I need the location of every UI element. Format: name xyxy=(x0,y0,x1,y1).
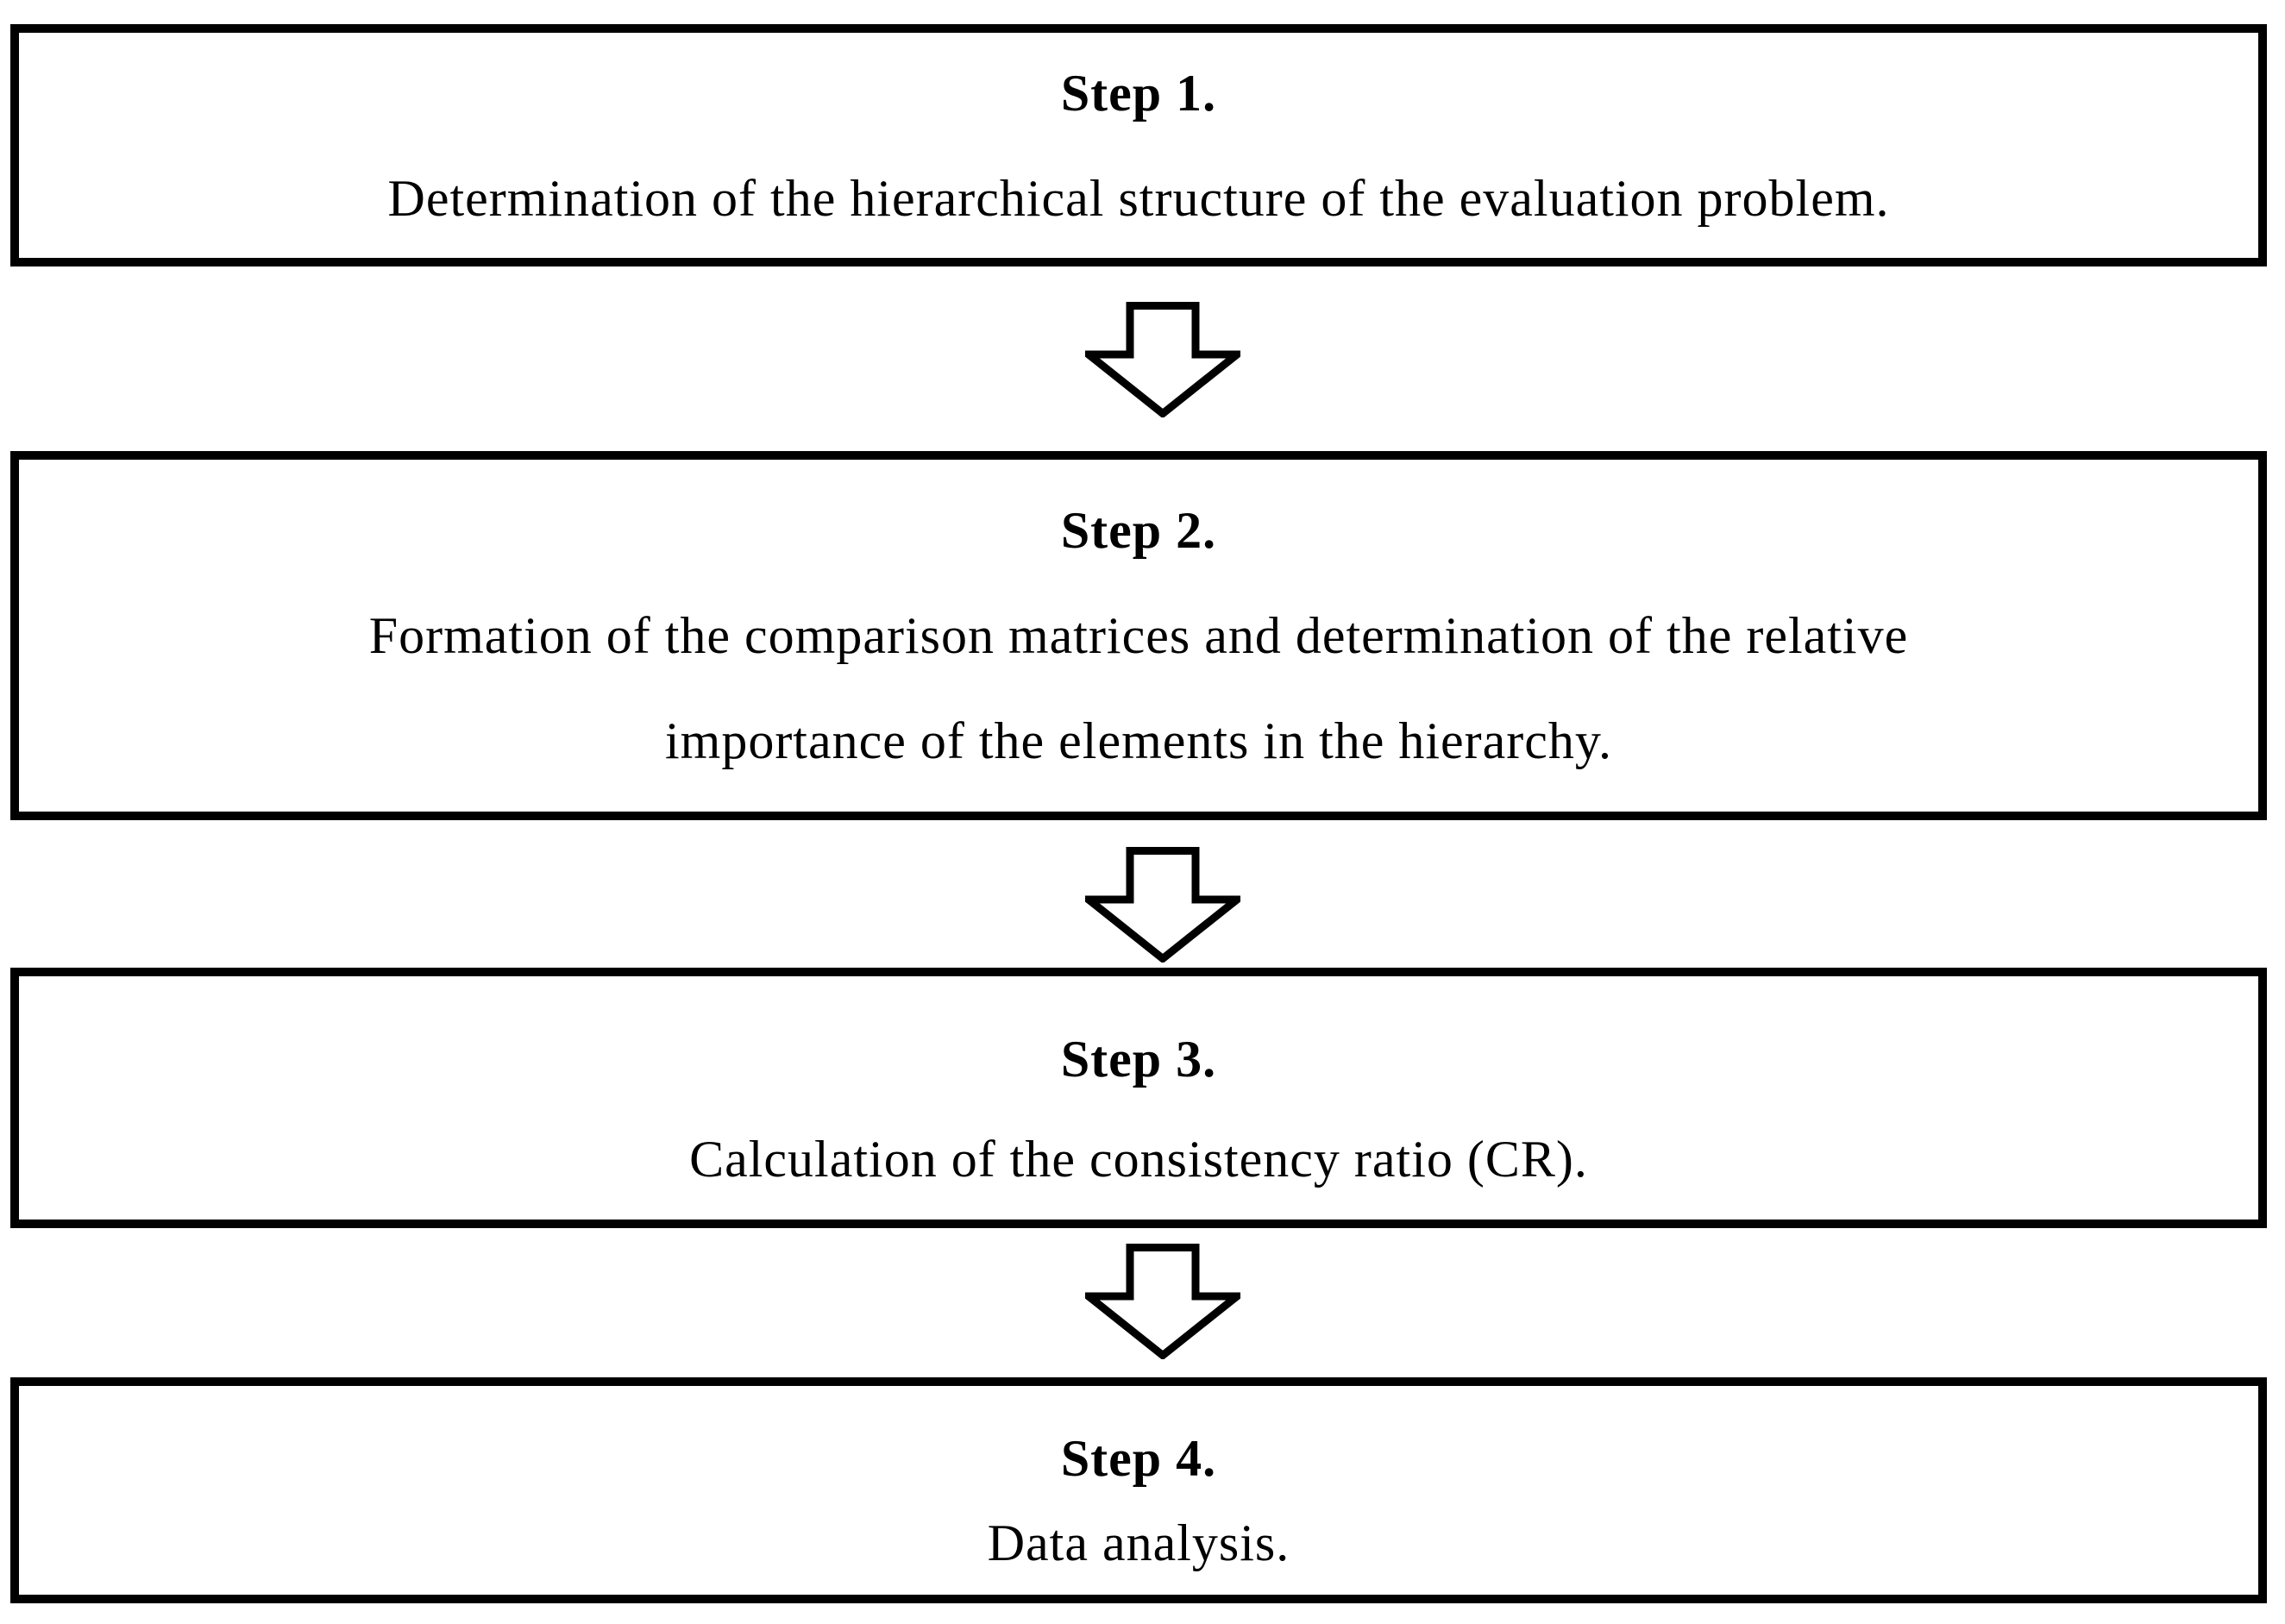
step-4-heading: Step 4. xyxy=(1060,1430,1217,1487)
step-3-description: Calculation of the consistency ratio (CR… xyxy=(689,1131,1588,1188)
step-4-box: Step 4. Data analysis. xyxy=(10,1377,2267,1603)
down-arrow-icon xyxy=(1085,847,1240,962)
step-2-description-line-2: importance of the elements in the hierar… xyxy=(664,712,1612,769)
step-4-description: Data analysis. xyxy=(987,1514,1290,1571)
step-1-heading: Step 1. xyxy=(1060,64,1217,122)
down-arrow-icon xyxy=(1085,302,1240,417)
step-1-description: Determination of the hierarchical struct… xyxy=(387,169,1890,227)
step-3-box: Step 3. Calculation of the consistency r… xyxy=(10,968,2267,1228)
step-1-box: Step 1. Determination of the hierarchica… xyxy=(10,24,2267,266)
step-2-heading: Step 2. xyxy=(1060,502,1217,559)
step-2-description-line-1: Formation of the comparison matrices and… xyxy=(368,607,1909,664)
step-3-heading: Step 3. xyxy=(1060,1031,1217,1088)
down-arrow-icon xyxy=(1085,1244,1240,1359)
step-2-box: Step 2. Formation of the comparison matr… xyxy=(10,451,2267,820)
